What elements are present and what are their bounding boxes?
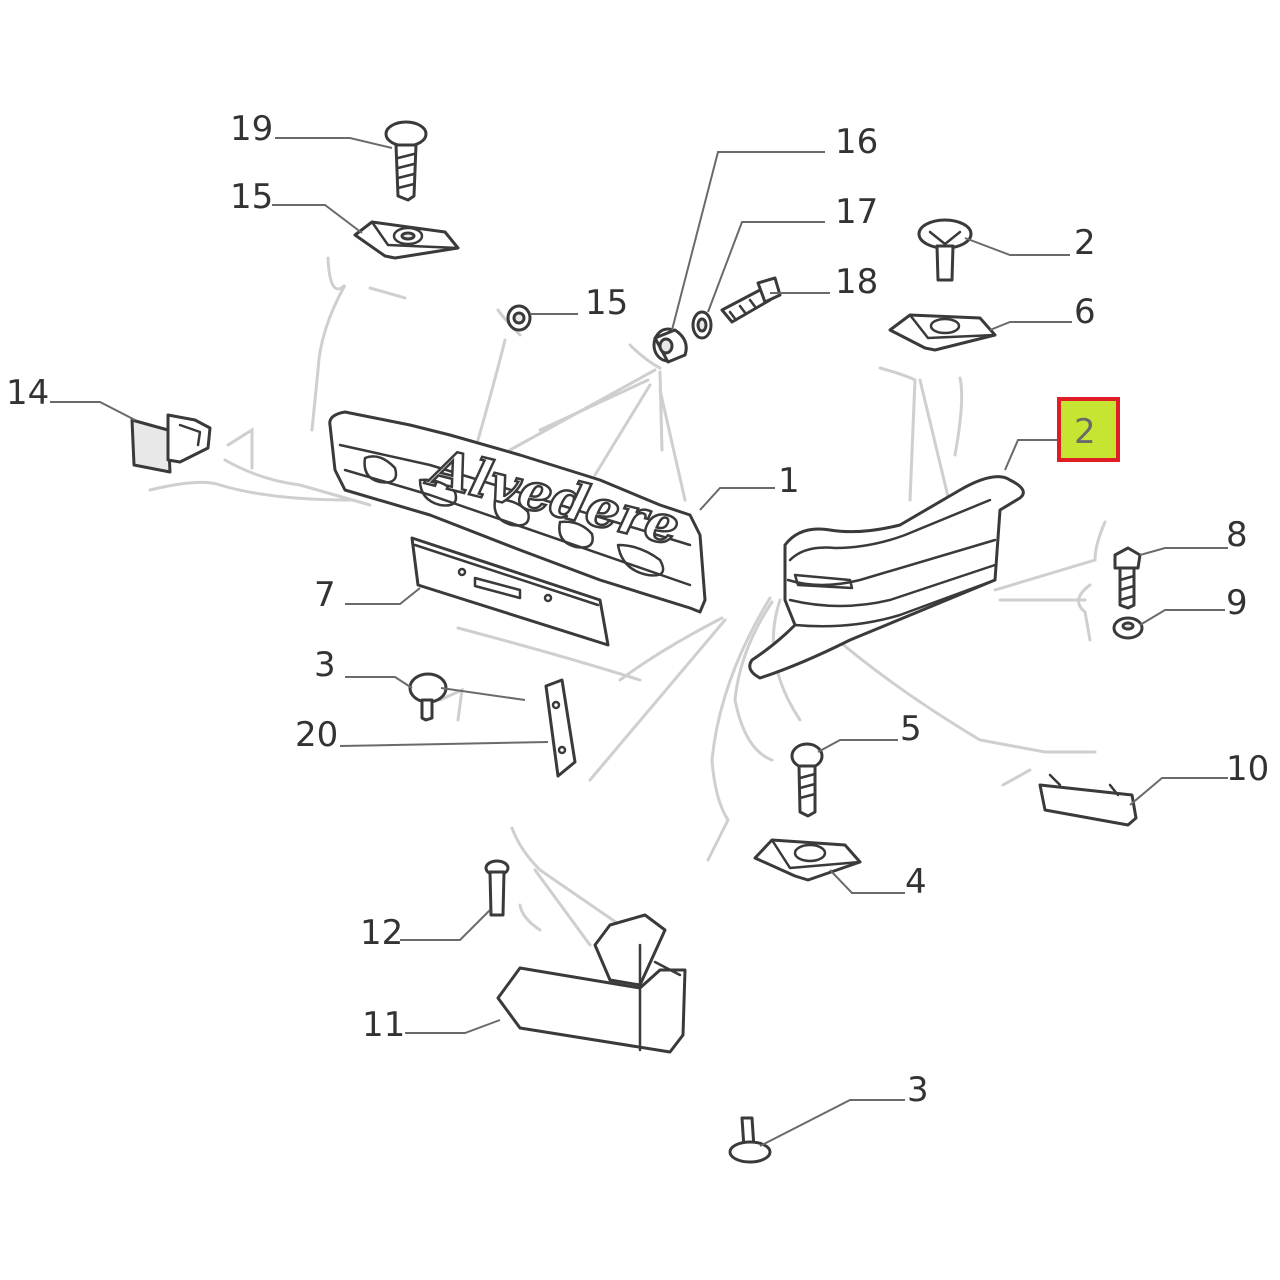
part-5-bolt [790,742,824,818]
callout-2: 2 [1074,412,1096,452]
callout-11: 11 [362,1005,405,1045]
callout-3-left: 3 [314,645,336,685]
callout-13: 14 [6,373,49,413]
callout-6: 6 [1074,292,1096,332]
callout-12: 12 [360,913,403,953]
part-6-clip-nut [888,313,997,352]
callout-16: 17 [835,192,878,232]
part-3-fastener-left [408,672,448,722]
callout-5: 5 [900,709,922,749]
part-3-fastener-top [917,218,973,282]
leader-lines [50,137,1228,1147]
part-16-washer [691,310,713,340]
part-8-bolt [1113,546,1142,610]
part-19-screw [384,120,428,202]
part-4-clip-nut [753,838,862,882]
callout-18: 18 [835,262,878,302]
callout-19: 19 [230,109,273,149]
part-13-clip [130,413,212,474]
part-3-fastener-bottom [728,1116,772,1164]
callout-9: 9 [1226,583,1248,623]
assembly-guide-lines [148,256,1107,947]
callout-20: 20 [295,715,338,755]
callout-1: 1 [778,461,800,501]
part-18-bolt [720,276,782,324]
callout-labels: 19 15 16 17 18 15 2 6 14 2 1 8 9 7 3 20 … [6,109,1269,1110]
callout-3-top: 2 [1074,223,1096,263]
part-20-bracket [544,678,577,778]
part-14-clip-nut [353,220,460,260]
callout-17: 15 [585,283,628,323]
callout-4: 4 [905,862,927,902]
callout-10: 10 [1226,749,1269,789]
part-2-bumper-corner [748,475,1025,680]
part-9-nut [1112,616,1144,640]
callout-7: 7 [314,575,336,615]
part-11-handle [496,913,687,1054]
part-12-pin [484,859,510,917]
part-15-spacer [652,327,688,364]
highlight-box [1057,397,1120,462]
callout-3-bottom: 3 [907,1070,929,1110]
callout-15: 16 [835,122,878,162]
part-17-washer [506,304,532,332]
callout-14: 15 [230,177,273,217]
callout-8: 8 [1226,515,1248,555]
part-7-plate-holder [410,536,610,647]
part-10-trim [1038,773,1138,827]
